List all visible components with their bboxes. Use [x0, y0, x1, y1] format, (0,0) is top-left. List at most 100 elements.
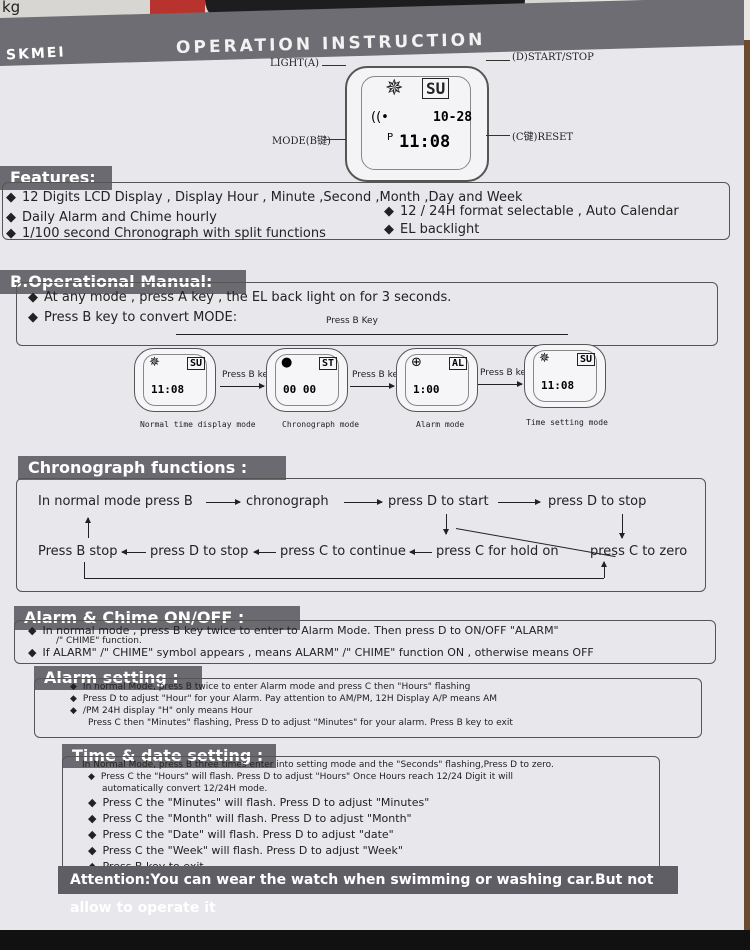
chrono-step: press C to zero: [590, 544, 688, 559]
watch-pm: P: [387, 132, 394, 143]
mode-label: MODE(B键): [272, 136, 331, 147]
feature-item: ◆ Daily Alarm and Chime hourly: [6, 210, 217, 225]
feature-item: ◆EL backlight: [384, 222, 479, 237]
chrono-loop-line: [84, 562, 85, 578]
mode-arrow: [350, 383, 395, 389]
operational-text: At any mode , press A key , the EL back …: [44, 290, 452, 305]
time-date-item: ◆ Press C the "Hours" will flash. Press D…: [88, 772, 513, 782]
chrono-arrow: [121, 549, 146, 555]
press-b-key-label: Press B key: [222, 370, 274, 380]
alarm-setting-text: Press D to adjust "Hour" for your Alarm.…: [82, 694, 498, 704]
mode-watch-bottom: 11:08: [541, 379, 575, 392]
alarm-chime-item: ◆ If ALARM" /" CHIME" symbol appears , me…: [28, 646, 594, 659]
bullet-icon: ◆: [6, 210, 16, 225]
time-date-item: ◆Press C the "Minutes" will flash. Press…: [88, 796, 429, 809]
mode-caption: Normal time display mode: [140, 420, 256, 429]
time-date-text: automatically convert 12/24H mode.: [102, 784, 268, 794]
chrono-arrow-down: [443, 514, 449, 535]
press-b-label: Press B Key: [326, 316, 378, 326]
chime-icon: ((•: [371, 110, 389, 125]
features-box: [2, 182, 730, 240]
chrono-arrow: [409, 549, 432, 555]
feature-item: ◆ 1/100 second Chronograph with split fun…: [6, 226, 326, 241]
operational-item: ◆At any mode , press A key , the EL back…: [28, 290, 451, 305]
time-date-item: ◆ Press C the "Month" will flash. Press D…: [88, 812, 412, 825]
attention-banner: Attention:You can wear the watch when sw…: [58, 866, 678, 916]
alarm-setting-box: [34, 678, 702, 738]
bullet-icon: ◆: [88, 812, 97, 825]
bullet-icon: ◆: [28, 310, 38, 325]
chrono-arrow: [206, 499, 241, 505]
feature-text: Daily Alarm and Chime hourly: [22, 210, 217, 225]
alarm-setting-text: Press C then "Minutes" flashing, Press D…: [88, 718, 513, 728]
operational-item: ◆ Press B key to convert MODE:: [28, 310, 237, 325]
mode-watch-face: [275, 354, 339, 406]
mode-caption: Time setting mode: [526, 418, 608, 427]
bullet-icon: ◆: [88, 828, 97, 841]
alarm-chime-box: [14, 620, 716, 664]
time-date-text: Press C the "Minutes" will flash. Press …: [102, 796, 430, 809]
alarm-chime-title: Alarm & Chime ON/OFF :: [14, 606, 300, 630]
bullet-icon: ◆: [6, 226, 16, 241]
watch-face: [361, 76, 471, 170]
chrono-step: In normal mode press B: [38, 494, 193, 509]
time-date-text: Press C the "Month" will flash. Press D …: [102, 812, 412, 825]
mode-watch-top: ST: [318, 357, 337, 370]
alarm-setting-item: ◆In normal Mode, press B twice to enter …: [70, 682, 470, 692]
chrono-step: press D to stop: [150, 544, 249, 559]
bullet-icon: ◆: [28, 646, 37, 659]
feature-item: ◆12 / 24H format selectable , Auto Calen…: [384, 204, 679, 219]
light-label: LIGHT(A): [270, 58, 319, 69]
mode-watch-top: SU: [186, 357, 205, 370]
mode-watch-face: [143, 354, 207, 406]
time-date-text: Press C the "Hours" will flash. Press D …: [100, 772, 514, 782]
time-date-item: ◆Press C the "Week" will flash. Press D …: [88, 844, 403, 857]
chrono-step: chronograph: [246, 494, 329, 509]
feature-text: 1/100 second Chronograph with split func…: [22, 226, 326, 241]
alarm-chime-item: ◆In normal mode , press B key twice to e…: [28, 624, 559, 637]
chronograph-box: [16, 478, 706, 592]
chrono-arrow: [498, 499, 541, 505]
mode-leader: [326, 139, 346, 140]
operational-text: Press B key to convert MODE:: [44, 310, 238, 325]
reset-label: (C键)RESET: [512, 132, 574, 143]
mode-watch-setting: ✵ SU 11:08: [524, 344, 606, 408]
mode-watch-bottom: 1:00: [413, 383, 440, 396]
chrono-step: Press B stop: [38, 544, 118, 559]
chronograph-title: Chronograph functions :: [18, 456, 286, 480]
sun-icon: ✵: [539, 351, 550, 366]
bullet-icon: ◆: [28, 624, 37, 637]
alarm-icon: ⊕: [411, 355, 422, 370]
reset-leader: [486, 135, 510, 136]
background-bottom: [0, 930, 750, 950]
mode-watch-normal: ✵ SU 11:08: [134, 348, 216, 412]
chrono-arrow: [253, 549, 276, 555]
bullet-icon: ◆: [88, 844, 97, 857]
mode-arrow: [220, 383, 265, 389]
chrono-arrow-up: [85, 517, 91, 538]
bullet-icon: ◆: [70, 694, 77, 704]
mode-watch-chrono: ● ST 00 00: [266, 348, 348, 412]
mode-watch-bottom: 00 00: [283, 383, 317, 396]
chrono-arrow-down: [619, 514, 625, 539]
bullet-icon: ◆: [384, 204, 394, 219]
alarm-setting-text: In normal Mode, press B twice to enter A…: [82, 682, 471, 692]
alarm-setting-item: ◆ Press D to adjust "Hour" for your Alarm…: [70, 694, 497, 704]
watch-date: 10-28: [433, 110, 473, 125]
chrono-icon: ●: [281, 355, 293, 370]
chrono-arrow-up: [601, 561, 607, 578]
chrono-arrow: [344, 499, 383, 505]
bullet-icon: ◆: [70, 706, 77, 716]
feature-item: ◆12 Digits LCD Display , Display Hour , …: [6, 190, 523, 205]
background-kg-text: kg: [2, 0, 21, 16]
mode-watch-top: SU: [576, 353, 595, 366]
bullet-icon: ◆: [88, 772, 95, 782]
chrono-step: press C for hold on: [436, 544, 559, 559]
time-date-text: In Normal Mode, press B three times ente…: [82, 760, 554, 770]
start-stop-label: (D)START/STOP: [512, 52, 594, 63]
start-leader: [486, 60, 510, 61]
alarm-chime-text: /" CHIME" function.: [56, 636, 142, 646]
operational-box: [16, 282, 718, 346]
chrono-step: press D to start: [388, 494, 489, 509]
alarm-chime-text: If ALARM" /" CHIME" symbol appears , mea…: [42, 646, 594, 659]
